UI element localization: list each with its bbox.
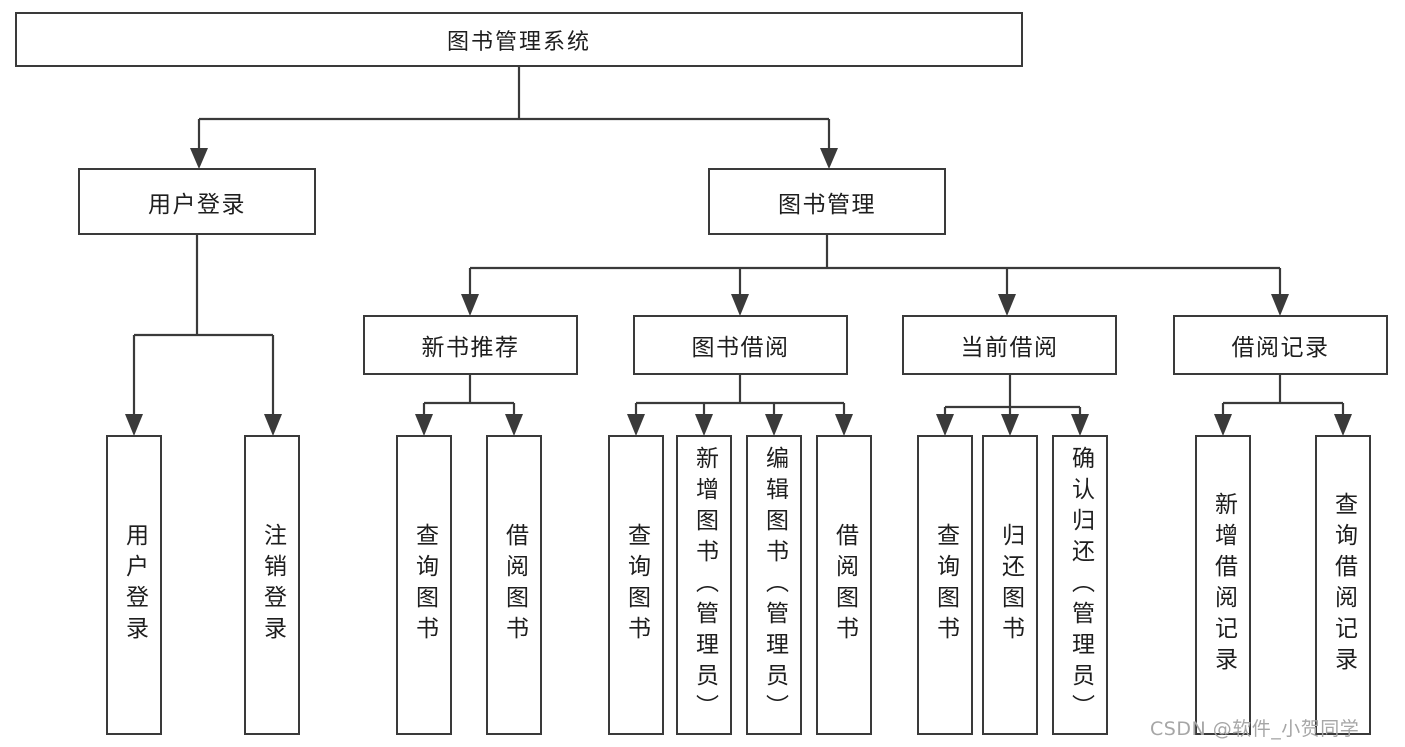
connector-root-to-level2 [197,67,831,150]
node-query-books-current: 查询图书 [917,435,973,735]
node-user-login-branch: 用户登录 [78,168,316,235]
arrowhead-icon [1271,294,1289,316]
connector-user-login-to-leaves [132,235,275,417]
arrowhead-icon [695,414,713,436]
arrowhead-icon [835,414,853,436]
node-logout-login-leaf: 注销登录 [244,435,300,735]
arrowhead-icon [505,414,523,436]
node-add-books-admin: 新增图书（管理员） [676,435,732,735]
node-add-borrow-record: 新增借阅记录 [1195,435,1251,735]
arrowhead-icon [415,414,433,436]
node-edit-books-admin: 编辑图书（管理员） [746,435,802,735]
arrowhead-icon [1334,414,1352,436]
arrowhead-icon [125,414,143,436]
node-confirm-return-admin: 确认归还（管理员） [1052,435,1108,735]
connector-borrow-records-to-leaves [1221,375,1345,417]
arrowhead-icon [765,414,783,436]
arrowhead-icon [627,414,645,436]
connector-new-books-to-leaves [422,375,516,417]
arrowhead-icon [936,414,954,436]
node-library-system-root: 图书管理系统 [15,12,1023,67]
node-book-borrowing: 图书借阅 [633,315,848,375]
arrowhead-icon [731,294,749,316]
node-query-books-borrowing: 查询图书 [608,435,664,735]
arrowhead-icon [998,294,1016,316]
node-query-borrow-record: 查询借阅记录 [1315,435,1371,735]
node-borrow-books-recommend: 借阅图书 [486,435,542,735]
arrowhead-icon [264,414,282,436]
node-current-borrowing: 当前借阅 [902,315,1117,375]
arrowhead-icon [1214,414,1232,436]
node-user-login-leaf: 用户登录 [106,435,162,735]
connector-book-borrow-to-leaves [634,375,846,417]
arrowhead-icon [461,294,479,316]
connector-current-borrow-to-leaves [943,375,1082,417]
csdn-watermark: CSDN @软件_小贺同学 [1150,718,1360,740]
connector-book-mgmt-to-level3 [468,235,1282,297]
node-query-books-recommend: 查询图书 [396,435,452,735]
node-book-management-branch: 图书管理 [708,168,946,235]
node-borrow-books-borrowing: 借阅图书 [816,435,872,735]
node-borrow-records: 借阅记录 [1173,315,1388,375]
arrowhead-icon [820,148,838,169]
arrowhead-icon [1071,414,1089,436]
arrowhead-icon [190,148,208,169]
arrowhead-icon [1001,414,1019,436]
node-return-books: 归还图书 [982,435,1038,735]
node-new-book-recommend: 新书推荐 [363,315,578,375]
